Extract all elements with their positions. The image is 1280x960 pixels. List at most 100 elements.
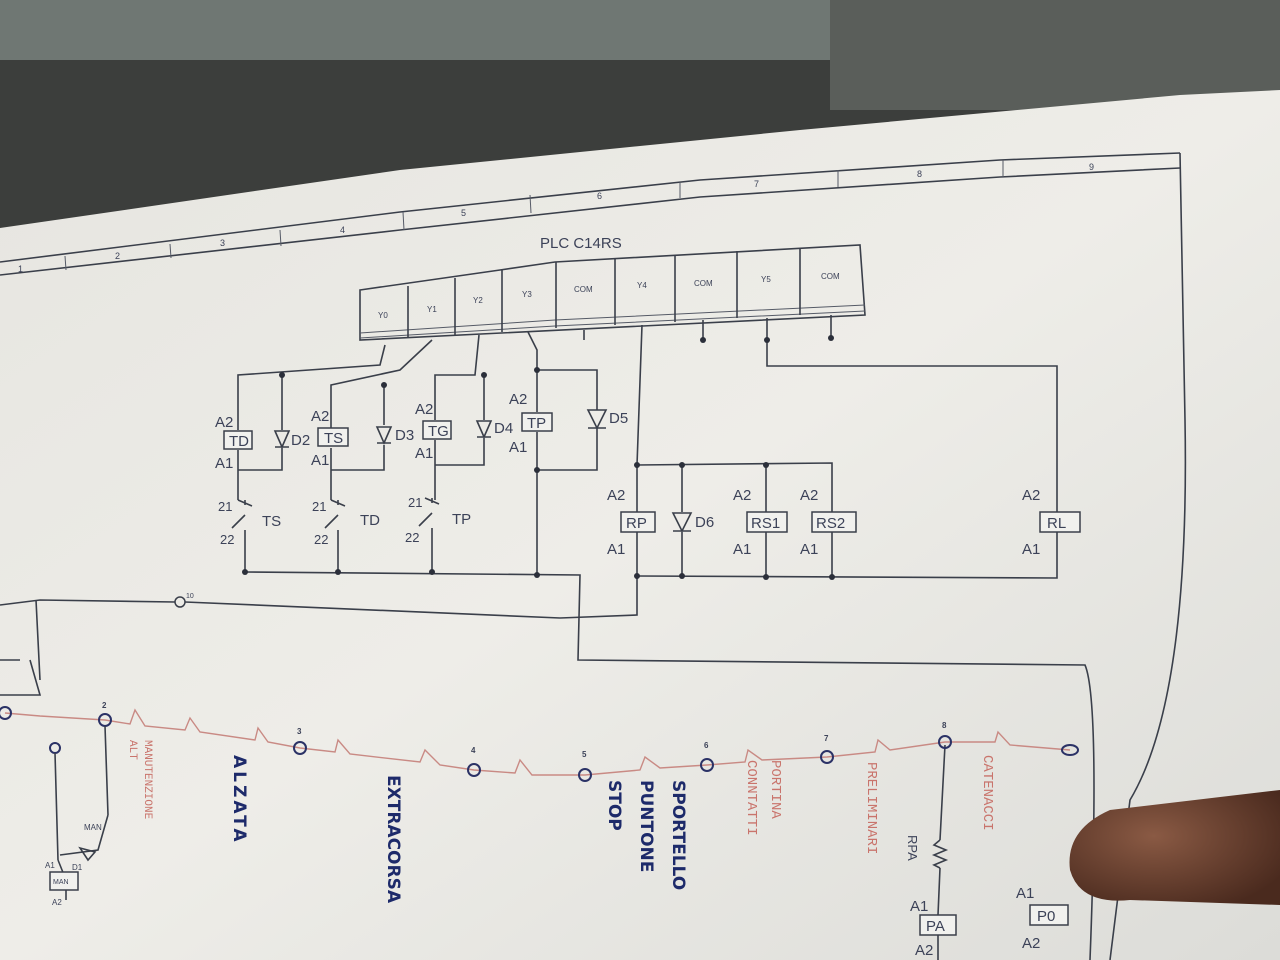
terminal-com-1: COM bbox=[574, 285, 593, 294]
pin-a2: A2 bbox=[311, 408, 329, 425]
contact-pin-22: 22 bbox=[405, 530, 419, 545]
relay-rs1: RS1 A2 A1 bbox=[733, 487, 788, 558]
cabinet-panel bbox=[0, 0, 830, 60]
contact-ts: 21 22 TS bbox=[218, 499, 281, 547]
terminal-y3: Y3 bbox=[522, 290, 532, 299]
terminal-row: 2 3 4 5 6 7 8 bbox=[0, 701, 1079, 782]
pin-a1: A1 bbox=[415, 445, 433, 462]
terminal-y2: Y2 bbox=[473, 296, 483, 305]
column-8: 8 bbox=[917, 169, 922, 179]
pin-a2: A2 bbox=[1022, 487, 1040, 504]
column-3: 3 bbox=[220, 238, 225, 248]
pin-a2: A2 bbox=[215, 414, 233, 431]
red-labels: ALT MANUTENZIONE CONNTATTI PORTINA PRELI… bbox=[126, 740, 995, 854]
cabinet-side bbox=[830, 0, 1280, 110]
hand-sportello: SPORTELLO bbox=[668, 780, 688, 890]
contact-label: TP bbox=[452, 511, 471, 528]
label-manutenzione: MANUTENZIONE bbox=[141, 740, 153, 820]
label-catenacci: CATENACCI bbox=[979, 755, 995, 831]
column-2: 2 bbox=[115, 251, 120, 261]
hand-stop: STOP bbox=[604, 780, 624, 831]
terminal-y1: Y1 bbox=[427, 305, 437, 314]
pin-a2: A2 bbox=[509, 391, 527, 408]
column-9: 9 bbox=[1089, 162, 1094, 172]
diode-d2: D2 bbox=[273, 430, 310, 449]
terminal-com-2: COM bbox=[694, 279, 713, 288]
diode-label: D6 bbox=[695, 514, 714, 531]
relay-rl: RL A2 A1 bbox=[1022, 487, 1081, 558]
relay-td: TD A2 A1 bbox=[215, 414, 253, 472]
coil-pa: RPA PA A1 A2 bbox=[905, 835, 957, 959]
relay-label: RS1 bbox=[751, 515, 780, 532]
relay-label: TD bbox=[229, 433, 249, 450]
diode-d1-label: D1 bbox=[72, 863, 83, 872]
contact-label: TD bbox=[360, 512, 380, 529]
pin-a1: A1 bbox=[1022, 541, 1040, 558]
contact-label: TS bbox=[262, 513, 281, 530]
contact-td: 21 22 TD bbox=[312, 499, 380, 547]
relay-label: TS bbox=[324, 430, 343, 447]
hand-extracorsa: EXTRACORSA bbox=[383, 775, 403, 904]
contact-pin-22: 22 bbox=[220, 532, 234, 547]
coil-label: PA bbox=[926, 918, 945, 935]
relay-tp: TP A2 A1 bbox=[509, 391, 553, 456]
pin-a2: A2 bbox=[52, 898, 62, 907]
resistor-rpa-label: RPA bbox=[905, 835, 920, 861]
contact-pin-21: 21 bbox=[408, 495, 422, 510]
pin-a1: A1 bbox=[733, 541, 751, 558]
terminal-number: 5 bbox=[582, 750, 587, 759]
contact-pin-21: 21 bbox=[312, 499, 326, 514]
column-1: 1 bbox=[18, 264, 23, 274]
label-alt: ALT bbox=[126, 740, 138, 760]
pin-a1: A1 bbox=[311, 452, 329, 469]
terminal-number: 6 bbox=[704, 741, 709, 750]
contact-tp: 21 22 TP bbox=[405, 495, 471, 545]
pin-a2: A2 bbox=[800, 487, 818, 504]
pin-a1: A1 bbox=[215, 455, 233, 472]
terminal-y0: Y0 bbox=[378, 311, 388, 320]
pin-a1: A1 bbox=[45, 861, 55, 870]
pin-a1: A1 bbox=[1016, 885, 1034, 902]
terminal-y4: Y4 bbox=[637, 281, 647, 290]
diode-d5: D5 bbox=[586, 409, 628, 430]
relay-label: RL bbox=[1047, 515, 1066, 532]
relay-tg: TG A2 A1 bbox=[415, 401, 452, 462]
relay-rs2: RS2 A2 A1 bbox=[800, 487, 857, 558]
label-conntatti: CONNTATTI bbox=[743, 760, 759, 836]
diode-label: D2 bbox=[291, 432, 310, 449]
junction-dots bbox=[242, 335, 835, 580]
terminal-number: 2 bbox=[102, 701, 107, 710]
column-7: 7 bbox=[754, 179, 759, 189]
relay-ts: TS A2 A1 bbox=[311, 408, 349, 469]
relay-rp: RP A2 A1 bbox=[607, 487, 656, 558]
thumb bbox=[1069, 790, 1280, 905]
diode-d6: D6 bbox=[671, 512, 714, 533]
terminal-com-3: COM bbox=[821, 272, 840, 281]
diode-d3: D3 bbox=[375, 426, 414, 445]
pin-a2: A2 bbox=[733, 487, 751, 504]
terminal-number: 7 bbox=[824, 734, 829, 743]
contact-pin-22: 22 bbox=[314, 532, 328, 547]
diode-label: D3 bbox=[395, 427, 414, 444]
pin-a2: A2 bbox=[415, 401, 433, 418]
pin-a1: A1 bbox=[607, 541, 625, 558]
wire-10: 10 bbox=[174, 593, 194, 608]
coil-p0: P0 A1 A2 bbox=[1016, 885, 1069, 952]
terminal-number: 8 bbox=[942, 721, 947, 730]
hand-puntone: PUNTONE bbox=[636, 780, 656, 872]
man-switch-label: MAN bbox=[84, 823, 102, 832]
diode-label: D5 bbox=[609, 410, 628, 427]
relay-label: RS2 bbox=[816, 515, 845, 532]
wire-number: 10 bbox=[186, 593, 194, 600]
handwritten-labels: ALZATA EXTRACORSA STOP PUNTONE SPORTELLO bbox=[229, 755, 688, 904]
terminal-y5: Y5 bbox=[761, 275, 771, 284]
column-6: 6 bbox=[597, 191, 602, 201]
relay-label: TG bbox=[428, 423, 449, 440]
terminal-number: 4 bbox=[471, 746, 476, 755]
column-4: 4 bbox=[340, 225, 345, 235]
coil-label: P0 bbox=[1037, 908, 1055, 925]
relay-label: TP bbox=[527, 415, 546, 432]
column-5: 5 bbox=[461, 208, 466, 218]
column-header: 1 2 3 4 5 6 7 8 9 bbox=[0, 152, 1187, 960]
